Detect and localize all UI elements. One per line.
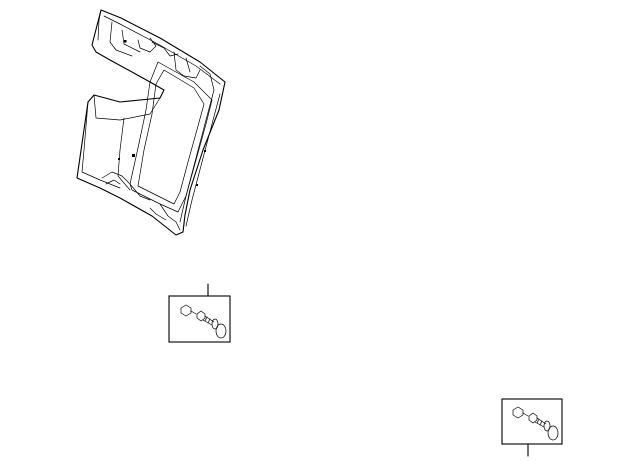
bolt-kit-2-box <box>501 398 563 445</box>
seat-frame-icon[interactable] <box>76 9 226 236</box>
bolt-kit-2[interactable] <box>501 398 563 457</box>
bolt-kit-1[interactable] <box>168 283 231 343</box>
bolt-washer-icon <box>180 304 227 339</box>
bolt-kit-1-box <box>168 295 231 343</box>
bolt-washer-icon <box>512 406 559 441</box>
